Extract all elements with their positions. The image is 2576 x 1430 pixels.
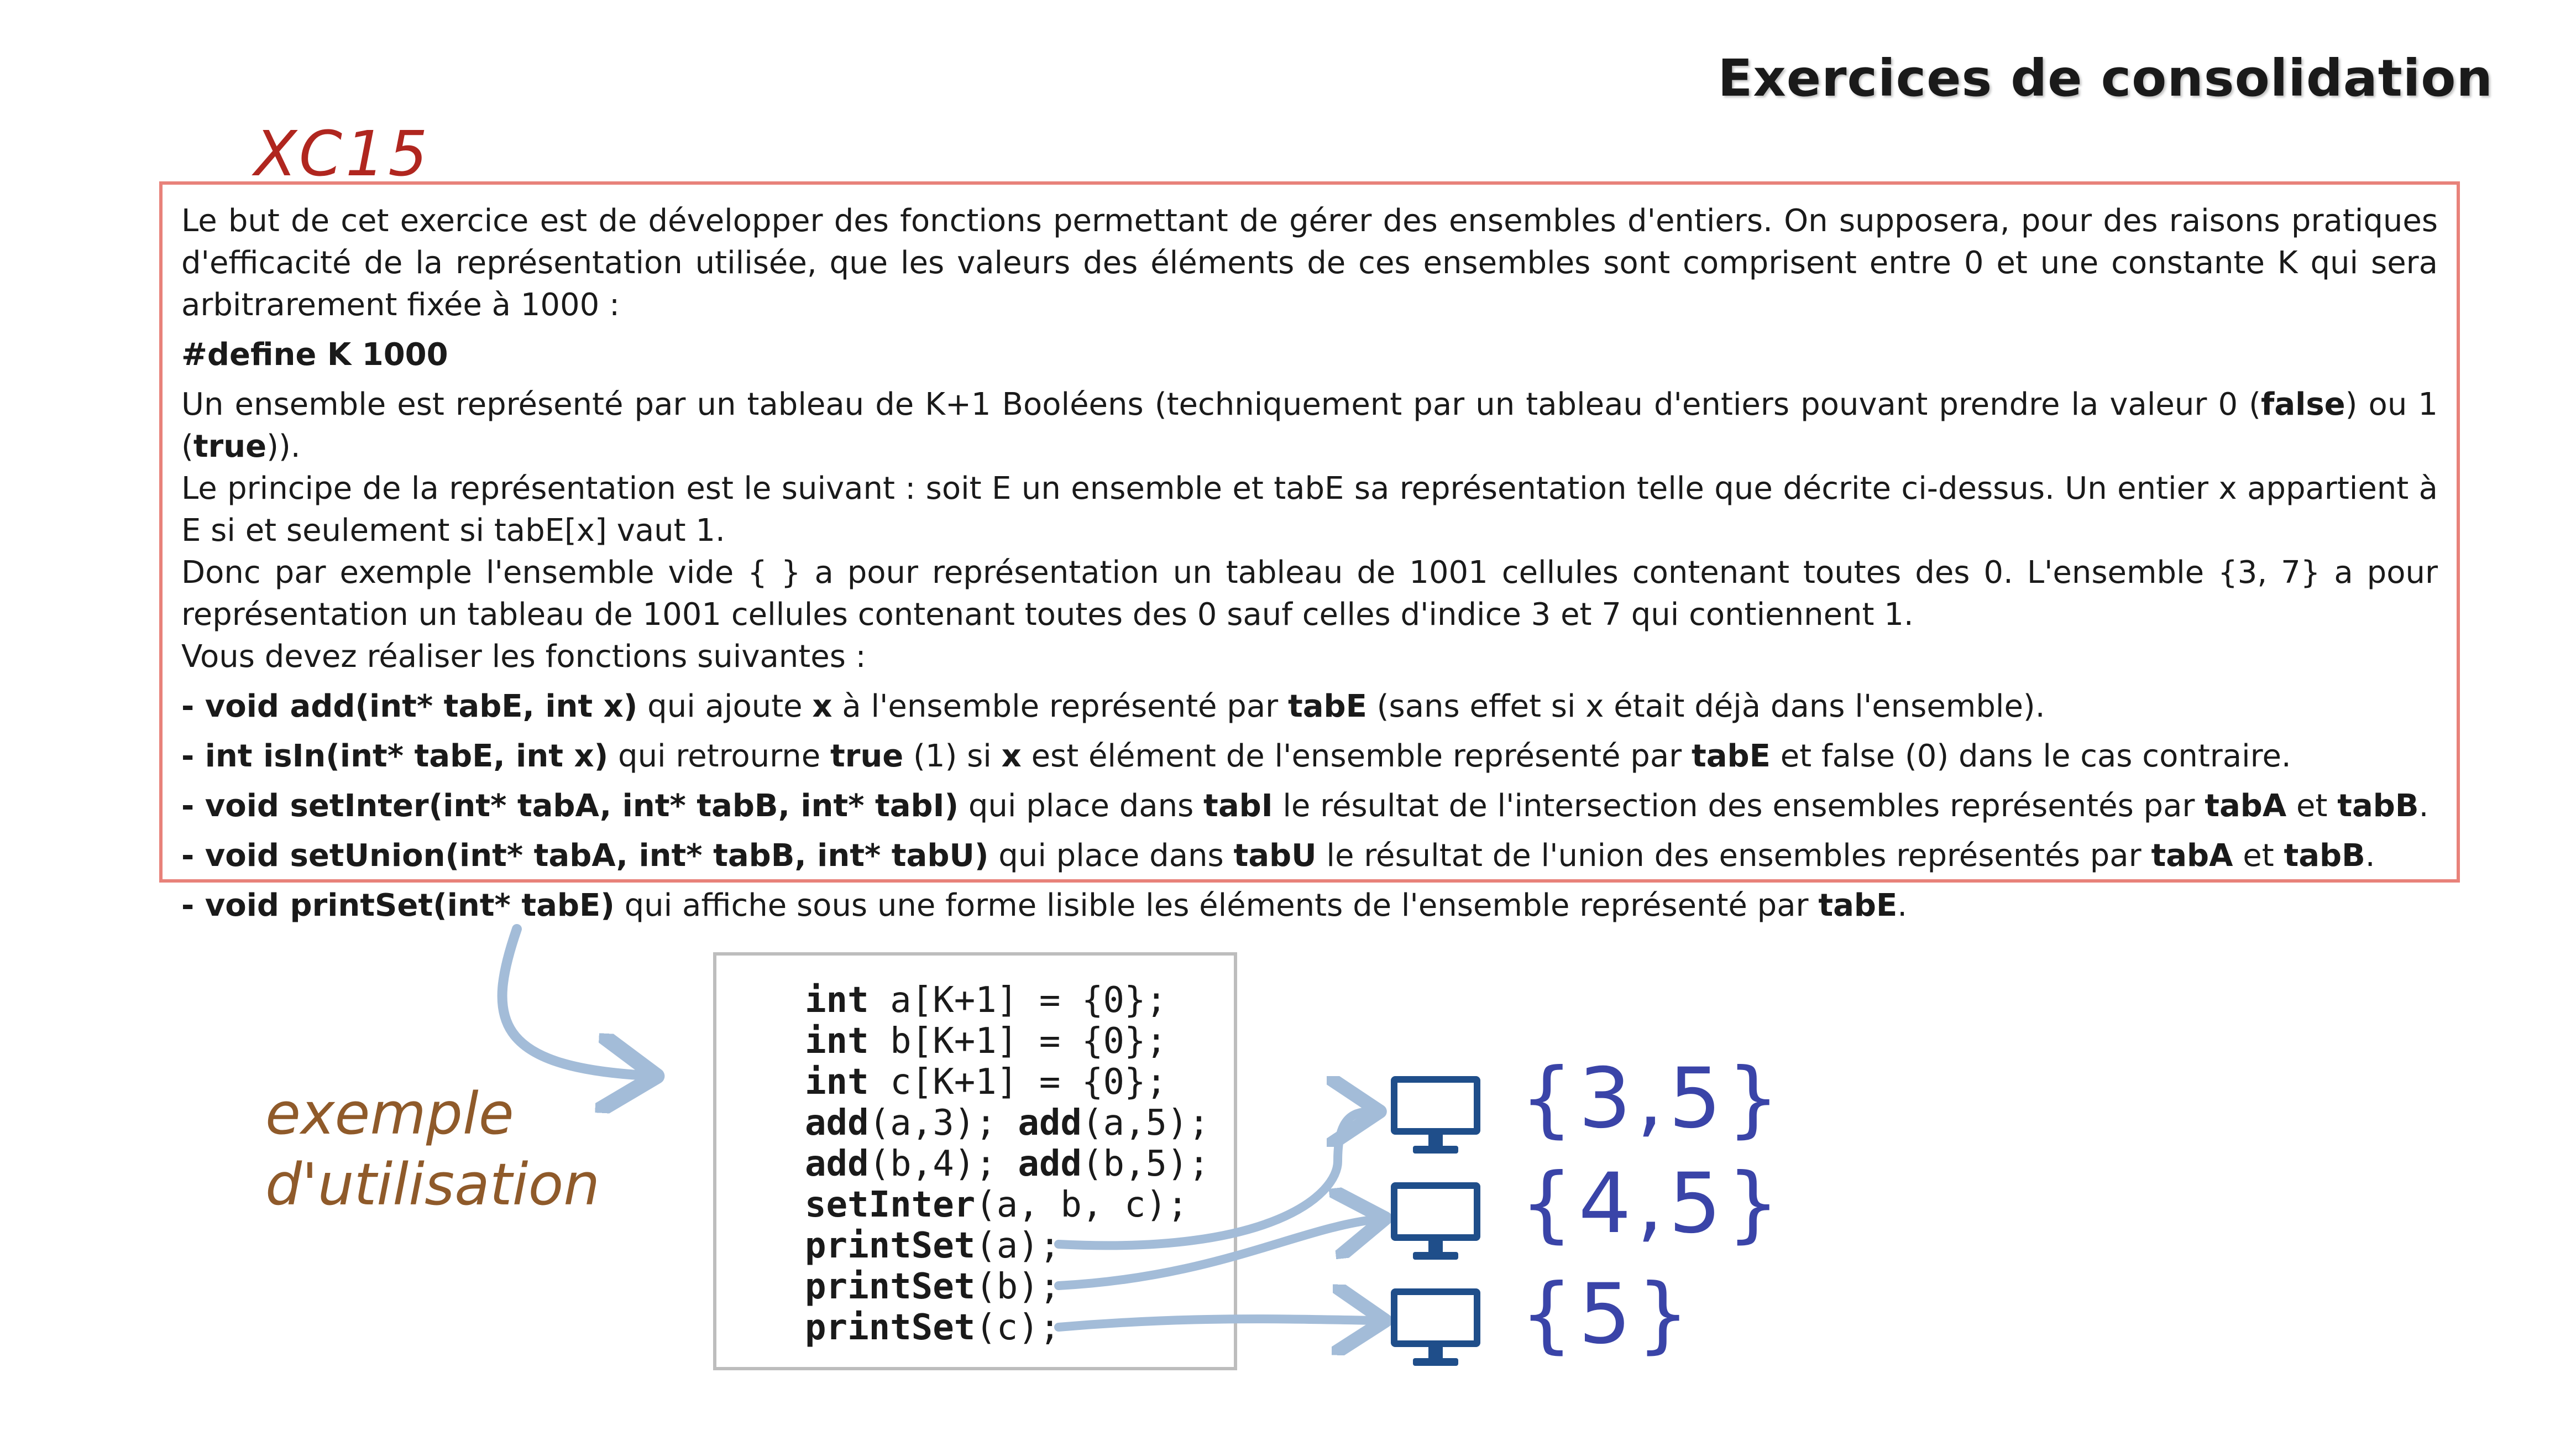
usage-note-line2: d'utilisation xyxy=(265,1151,600,1218)
arrow-output-c xyxy=(1054,1319,1376,1327)
todo-line: Vous devez réaliser les fonctions suivan… xyxy=(181,639,866,675)
code-line: add(a,3); add(a,5); xyxy=(805,1103,1210,1144)
code-line: int c[K+1] = {0}; xyxy=(805,1062,1167,1103)
monitor-icon xyxy=(1391,1288,1480,1366)
function-isin: - int isIn(int* tabE, int x) qui retrour… xyxy=(181,738,2291,774)
arrow-to-code xyxy=(497,924,647,1076)
code-line: printSet(a); xyxy=(805,1225,1061,1266)
representation-paragraph: Un ensemble est représenté par un tablea… xyxy=(181,387,2438,465)
code-line: int a[K+1] = {0}; xyxy=(805,980,1167,1021)
define-line: #define K 1000 xyxy=(181,337,448,373)
intro-paragraph: Le but de cet exercice est de développer… xyxy=(181,203,2438,323)
function-printset: - void printSet(int* tabE) qui affiche s… xyxy=(181,888,1908,923)
function-setunion: - void setUnion(int* tabA, int* tabB, in… xyxy=(181,838,2375,874)
output-set-c: {5} xyxy=(1520,1266,1695,1363)
principle-paragraph: Le principe de la représentation est le … xyxy=(181,471,2438,549)
monitor-icon xyxy=(1391,1182,1480,1260)
exercise-tag: XC15 xyxy=(254,118,431,190)
usage-note-line1: exemple xyxy=(265,1080,514,1147)
example-paragraph: Donc par exemple l'ensemble vide { } a p… xyxy=(181,555,2438,633)
function-setinter: - void setInter(int* tabA, int* tabB, in… xyxy=(181,788,2429,824)
function-add: - void add(int* tabE, int x) qui ajoute … xyxy=(181,688,2045,724)
code-line: printSet(c); xyxy=(805,1307,1061,1348)
arrow-output-b xyxy=(1054,1219,1376,1290)
code-line: add(b,4); add(b,5); xyxy=(805,1144,1210,1184)
page-title: Exercices de consolidation xyxy=(1718,49,2493,108)
output-set-a: {3,5} xyxy=(1520,1051,1786,1147)
output-set-b: {4,5} xyxy=(1520,1156,1786,1252)
code-line: printSet(b); xyxy=(805,1266,1061,1307)
monitor-icon xyxy=(1391,1076,1480,1154)
code-line: setInter(a, b, c); xyxy=(805,1184,1188,1225)
code-line: int b[K+1] = {0}; xyxy=(805,1021,1167,1062)
arrow-output-a xyxy=(1054,1111,1371,1250)
exercise-statement: Le but de cet exercice est de développer… xyxy=(159,181,2460,923)
usage-note: exemple d'utilisation xyxy=(265,1078,600,1220)
code-example: int a[K+1] = {0};int b[K+1] = {0};int c[… xyxy=(713,952,1237,1370)
